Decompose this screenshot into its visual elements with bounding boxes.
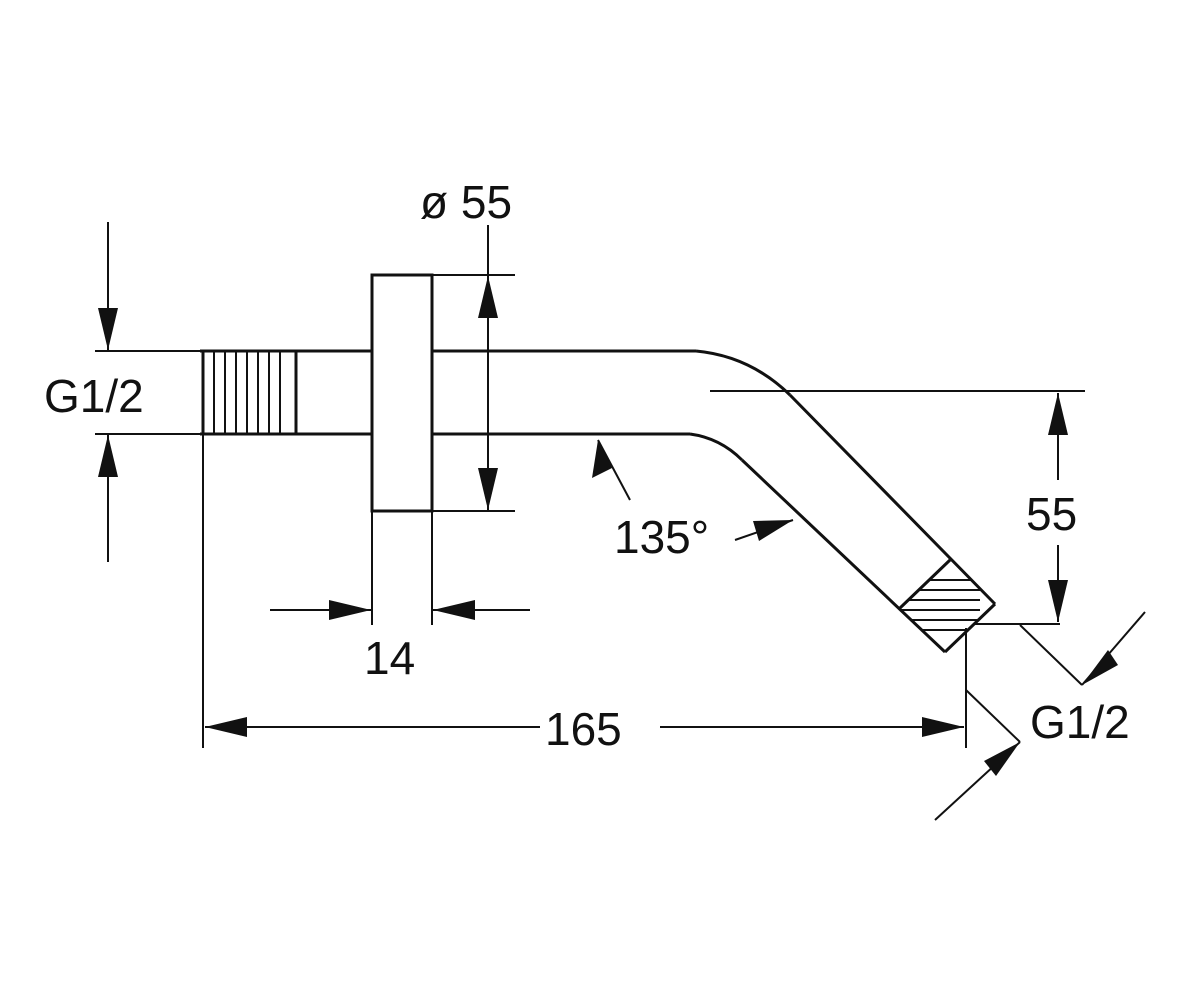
thread-right-dimension: G1/2 — [934, 611, 1146, 821]
flange-thickness-label: 14 — [364, 632, 415, 684]
thread-right-label: G1/2 — [1030, 696, 1130, 748]
flange-thickness-dimension: 14 — [270, 511, 530, 684]
flange — [370, 273, 434, 513]
diameter-dimension: ø 55 — [420, 176, 515, 512]
thread-left-label: G1/2 — [44, 370, 144, 422]
angle-label: 135° — [614, 511, 709, 563]
pipe-body — [200, 349, 997, 654]
angle-dimension: 135° — [592, 439, 794, 563]
left-thread — [201, 351, 298, 434]
length-label: 165 — [545, 703, 622, 755]
height-dimension: 55 — [710, 390, 1085, 625]
right-thread — [898, 558, 980, 631]
diameter-label: ø 55 — [420, 176, 512, 228]
thread-left-dimension: G1/2 — [44, 222, 200, 562]
height-label: 55 — [1026, 488, 1077, 540]
length-dimension: 165 — [202, 434, 967, 755]
